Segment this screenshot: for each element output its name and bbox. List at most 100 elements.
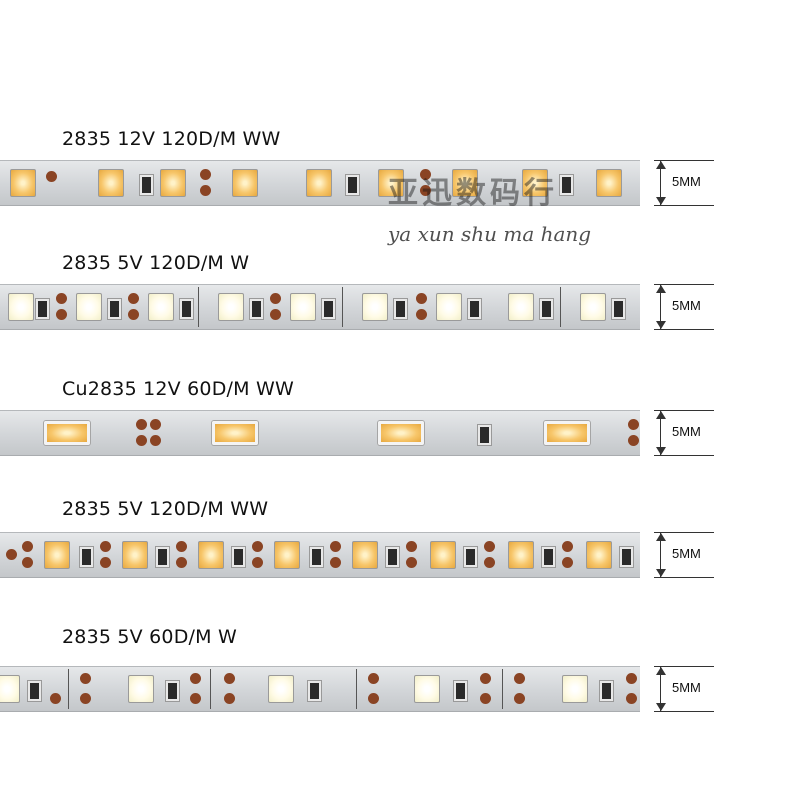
width-dimension-3: 5MM [650,410,714,456]
solder-pad [252,557,263,568]
led-chip [378,421,424,445]
solder-pad [56,293,67,304]
solder-pad [480,673,491,684]
solder-pad [562,541,573,552]
resistor [155,546,170,568]
solder-pad [368,693,379,704]
resistor [35,298,50,320]
led-chip [378,169,404,197]
resistor [107,298,122,320]
resistor [611,298,626,320]
led-chip [580,293,606,321]
resistor [231,546,246,568]
solder-pad [128,309,139,320]
width-label: 5MM [672,298,701,313]
solder-pad [56,309,67,320]
solder-pad [136,435,147,446]
solder-pad [150,435,161,446]
solder-pad [190,673,201,684]
solder-pad [330,557,341,568]
solder-pad [484,557,495,568]
led-chip [362,293,388,321]
solder-pad [514,673,525,684]
solder-pad [224,673,235,684]
cut-line [210,669,211,709]
solder-pad [176,557,187,568]
led-chip [44,541,70,569]
solder-pad [484,541,495,552]
width-label: 5MM [672,424,701,439]
led-chip [98,169,124,197]
led-chip [522,169,548,197]
watermark-latin: ya xun shu ma hang [388,222,592,246]
led-chip [414,675,440,703]
solder-pad [100,557,111,568]
resistor [453,680,468,702]
solder-pad [420,185,431,196]
led-chip [198,541,224,569]
solder-pad [100,541,111,552]
led-chip [586,541,612,569]
solder-pad [200,185,211,196]
solder-pad [6,549,17,560]
cut-line [502,669,503,709]
solder-pad [80,693,91,704]
led-chip [268,675,294,703]
solder-pad [270,309,281,320]
resistor [467,298,482,320]
solder-pad [368,673,379,684]
led-chip [160,169,186,197]
resistor [477,424,492,446]
solder-pad [46,171,57,182]
led-strip-5 [0,666,640,712]
watermark: 亚迅数码行 ya xun shu ma hang [388,168,591,246]
led-chip [10,169,36,197]
resistor [139,174,154,196]
led-chip [508,541,534,569]
resistor [385,546,400,568]
led-chip [122,541,148,569]
strip-label-5: 2835 5V 60D/M W [62,626,237,648]
solder-pad [270,293,281,304]
solder-pad [628,419,639,430]
width-dimension-5: 5MM [650,666,714,712]
resistor [599,680,614,702]
solder-pad [50,693,61,704]
cut-line [356,669,357,709]
led-chip [436,293,462,321]
resistor [165,680,180,702]
resistor [619,546,634,568]
led-chip [274,541,300,569]
led-strip-3 [0,410,640,456]
solder-pad [480,693,491,704]
resistor [79,546,94,568]
led-chip [508,293,534,321]
led-chip [128,675,154,703]
led-chip [290,293,316,321]
led-chip [352,541,378,569]
solder-pad [514,693,525,704]
solder-pad [420,169,431,180]
solder-pad [224,693,235,704]
led-strip-2 [0,284,640,330]
solder-pad [128,293,139,304]
resistor [463,546,478,568]
width-label: 5MM [672,680,701,695]
solder-pad [330,541,341,552]
solder-pad [22,557,33,568]
width-label: 5MM [672,174,701,189]
led-chip [8,293,34,321]
solder-pad [252,541,263,552]
width-dimension-2: 5MM [650,284,714,330]
led-chip [562,675,588,703]
solder-pad [628,435,639,446]
solder-pad [626,673,637,684]
resistor [309,546,324,568]
solder-pad [200,169,211,180]
led-chip [76,293,102,321]
solder-pad [80,673,91,684]
resistor [541,546,556,568]
led-chip [218,293,244,321]
solder-pad [406,541,417,552]
solder-pad [22,541,33,552]
